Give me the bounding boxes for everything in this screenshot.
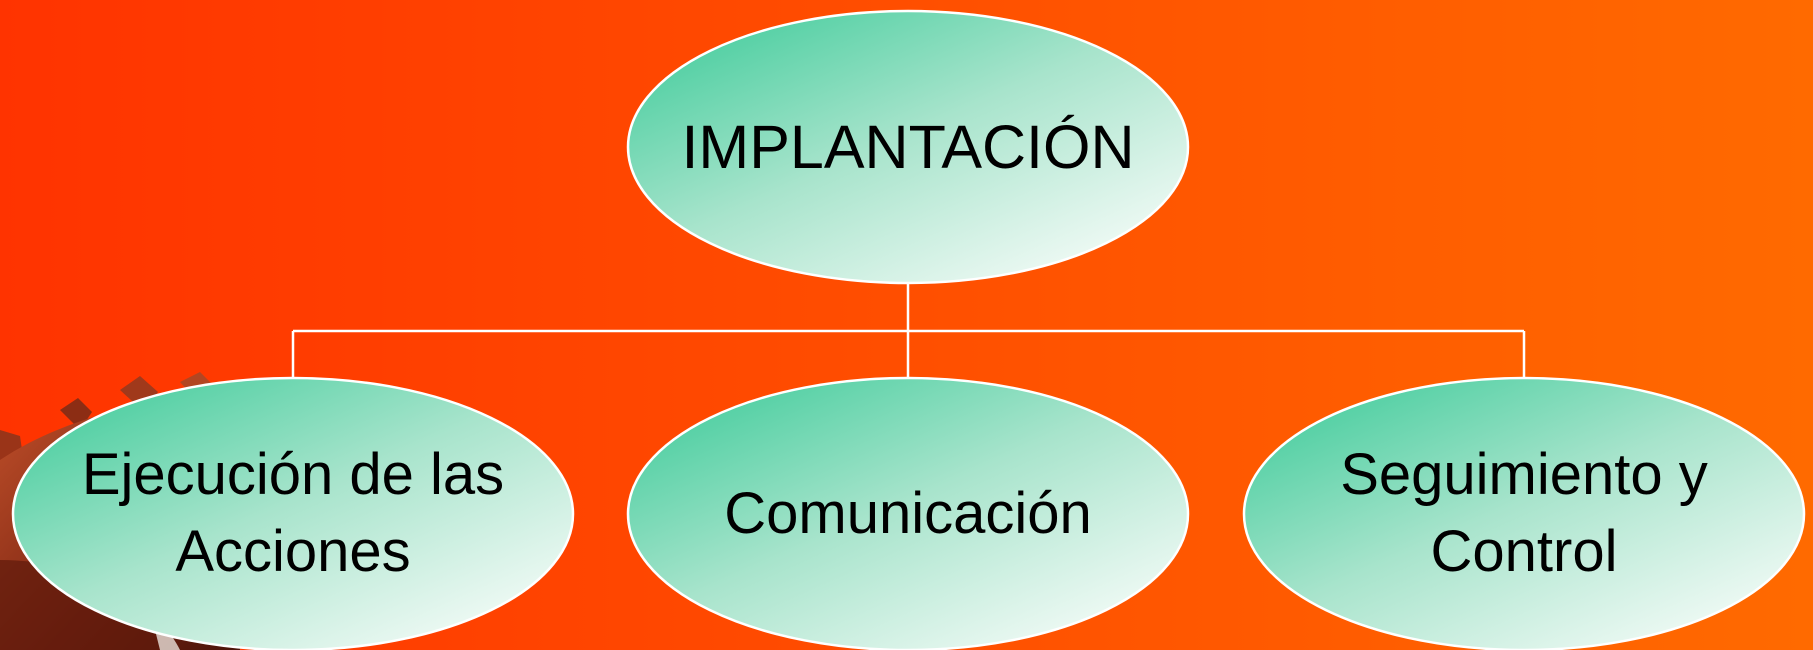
root-node-shape: [626, 9, 1190, 285]
root-node: IMPLANTACIÓN: [628, 11, 1188, 283]
child-node-left: Ejecución de las Acciones: [13, 378, 573, 650]
child-node-label: Seguimiento y Control: [1340, 442, 1708, 584]
child-node-shape-middle: [626, 376, 1190, 650]
child-node-label: Ejecución de las Acciones: [81, 442, 505, 584]
child-node-shape-left: [11, 376, 575, 650]
root-node-label: IMPLANTACIÓN: [681, 112, 1135, 181]
child-node-label: Comunicación: [724, 480, 1092, 546]
child-node-middle: Comunicación: [628, 378, 1188, 650]
child-node-shape-right: [1242, 376, 1806, 650]
child-node-right: Seguimiento y Control: [1244, 378, 1804, 650]
connector-lines: [291, 283, 1526, 378]
